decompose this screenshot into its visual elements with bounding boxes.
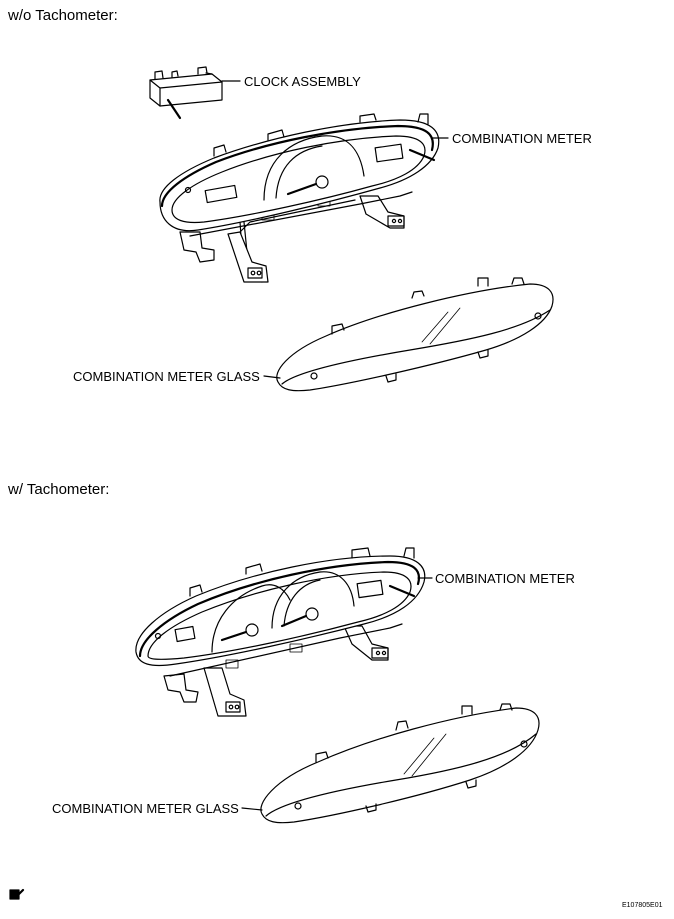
heading-with-tachometer: w/ Tachometer:	[8, 481, 110, 498]
label-clock-assembly: CLOCK ASSEMBLY	[244, 74, 361, 89]
combination-meter-tachometer-drawing	[135, 547, 433, 717]
label-combination-meter-glass: COMBINATION METER GLASS	[73, 369, 260, 384]
label-combination-meter-glass-tachometer: COMBINATION METER GLASS	[52, 801, 239, 816]
figure-code: E107805E01	[622, 902, 663, 909]
combination-meter-glass-tachometer-drawing	[241, 703, 540, 824]
heading-without-tachometer: w/o Tachometer:	[8, 7, 118, 24]
label-combination-meter: COMBINATION METER	[452, 131, 592, 146]
document-mark-icon	[9, 888, 25, 900]
combination-meter-drawing	[159, 113, 449, 283]
clock-assembly-drawing	[149, 66, 241, 120]
label-combination-meter-tachometer: COMBINATION METER	[435, 571, 575, 586]
combination-meter-glass-drawing	[263, 277, 554, 392]
